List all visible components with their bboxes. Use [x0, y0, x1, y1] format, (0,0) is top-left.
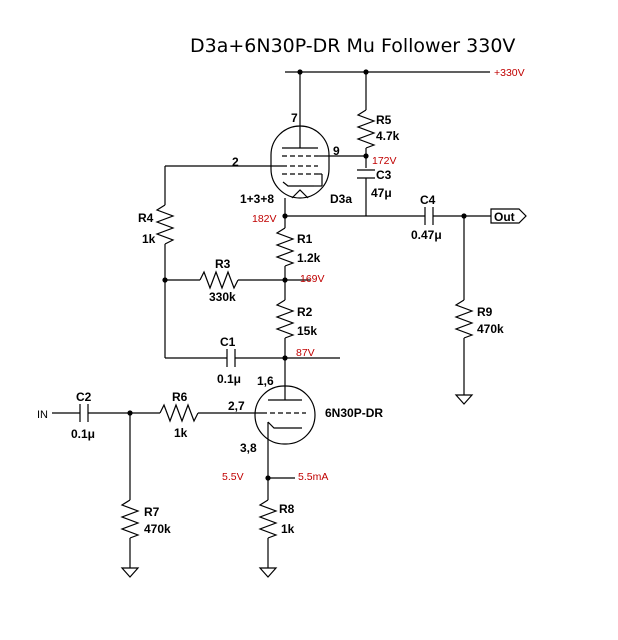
output-terminal: Out	[490, 208, 527, 224]
resistor-r9: R9 470k	[454, 216, 504, 395]
r9-value: 470k	[477, 322, 504, 336]
r1-value: 1.2k	[297, 251, 321, 265]
output-label: Out	[494, 210, 515, 224]
d3a-pin-cathode: 1+3+8	[240, 192, 274, 206]
r4-name: R4	[138, 211, 154, 225]
cathode-voltage-upper: 182V	[252, 213, 277, 225]
r2-value: 15k	[297, 324, 317, 338]
r3-name: R3	[215, 257, 231, 271]
supply-voltage-label: +330V	[494, 67, 525, 79]
tube-6n30p-dr: 1,6 2,7 3,8 6N30P-DR	[228, 374, 383, 455]
triode-pin-cathode: 3,8	[240, 441, 257, 455]
ground-r7	[120, 567, 140, 578]
triode-name: 6N30P-DR	[325, 406, 383, 420]
capacitor-c3: C3 47μ	[357, 168, 392, 200]
lower-cathode-voltage: 5.5V	[222, 471, 244, 483]
c1-value: 0.1μ	[217, 372, 241, 386]
r2-name: R2	[297, 305, 313, 319]
d3a-name: D3a	[330, 192, 352, 206]
r1-name: R1	[297, 232, 313, 246]
resistor-r7: R7 470k	[120, 413, 171, 568]
r4-value: 1k	[142, 232, 156, 246]
r6-name: R6	[172, 390, 188, 404]
r7-name: R7	[144, 505, 160, 519]
resistor-r4: R4 1k	[138, 204, 175, 358]
resistor-r1: R1 1.2k	[275, 216, 321, 300]
input-network: IN C2 0.1μ	[37, 390, 160, 441]
r1-r2-voltage: 169V	[300, 273, 325, 285]
d3a-pin-screen: 9	[333, 144, 340, 158]
tube-d3a: 7 2 9 1+3+8 D3a	[232, 72, 352, 206]
lower-cathode-current: 5.5mA	[298, 471, 328, 483]
d3a-pin-grid: 2	[232, 155, 239, 169]
r8-name: R8	[279, 502, 295, 516]
c4-name: C4	[420, 193, 436, 207]
capacitor-c4: C4 0.47μ	[366, 193, 491, 242]
r5-name: R5	[376, 113, 392, 127]
c3-value: 47μ	[371, 186, 392, 200]
capacitor-c1: C1 0.1μ	[165, 335, 285, 386]
r8-value: 1k	[281, 522, 295, 536]
r9-name: R9	[477, 305, 493, 319]
triode-pin-plate: 1,6	[257, 374, 274, 388]
diagram-title: D3a+6N30P-DR Mu Follower 330V	[190, 35, 515, 57]
r5-value: 4.7k	[376, 129, 400, 143]
resistor-r2: R2 15k	[275, 299, 317, 380]
resistor-r8: R8 1k	[258, 478, 295, 568]
triode-pin-grid: 2,7	[228, 399, 245, 413]
c4-value: 0.47μ	[411, 228, 442, 242]
lower-plate-voltage: 87V	[296, 347, 315, 359]
r7-value: 470k	[144, 522, 171, 536]
d3a-pin-plate: 7	[291, 111, 298, 125]
r6-value: 1k	[174, 426, 188, 440]
ground-r8	[258, 567, 278, 578]
r3-value: 330k	[209, 290, 236, 304]
resistor-r5: R5 4.7k	[356, 72, 400, 168]
c1-name: C1	[220, 335, 236, 349]
screen-voltage: 172V	[372, 155, 397, 167]
c2-value: 0.1μ	[71, 427, 95, 441]
input-label: IN	[37, 409, 48, 421]
resistor-r6: R6 1k	[159, 390, 262, 440]
c2-name: C2	[76, 390, 92, 404]
supply-rail: +330V	[285, 67, 525, 79]
resistor-r3: R3 330k	[165, 257, 285, 304]
c3-name: C3	[376, 168, 392, 182]
ground-r9	[454, 394, 474, 405]
